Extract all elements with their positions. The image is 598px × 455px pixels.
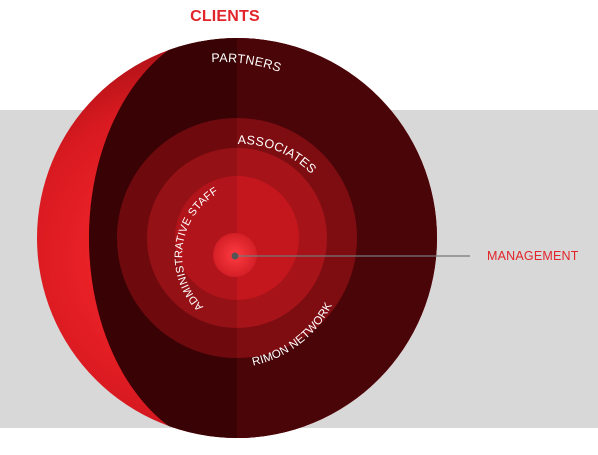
management-label: MANAGEMENT [487, 249, 579, 263]
management-core-dot [231, 252, 239, 260]
clients-title: CLIENTS [190, 8, 260, 25]
